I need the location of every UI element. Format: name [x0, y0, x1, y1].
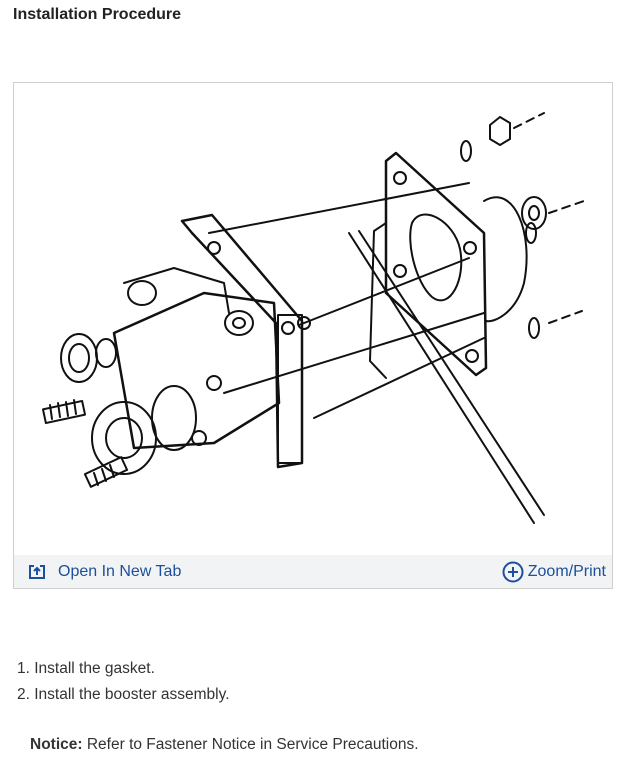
figure-container: Open In New Tab Zoom/Print	[13, 82, 613, 589]
zoom-plus-icon	[502, 561, 524, 583]
step-item: 2. Install the booster assembly.	[17, 682, 230, 708]
step-number: 1.	[17, 660, 30, 677]
step-item: 1. Install the gasket.	[17, 656, 230, 682]
open-in-new-tab-icon	[28, 564, 46, 580]
figure-toolbar: Open In New Tab Zoom/Print	[14, 555, 612, 588]
steps-list: 1. Install the gasket. 2. Install the bo…	[17, 656, 230, 708]
open-in-new-tab-link[interactable]: Open In New Tab	[28, 563, 181, 581]
brake-booster-illustration	[41, 112, 585, 524]
open-in-new-tab-label: Open In New Tab	[58, 562, 182, 580]
step-number: 2.	[17, 686, 30, 703]
notice-text: Refer to Fastener Notice in Service Prec…	[86, 736, 419, 753]
step-text: Install the gasket.	[34, 660, 155, 677]
section-title: Installation Procedure	[13, 6, 182, 23]
zoom-print-link[interactable]: Zoom/Print	[502, 561, 606, 583]
step-text: Install the booster assembly.	[34, 686, 230, 703]
zoom-print-label: Zoom/Print	[527, 562, 606, 580]
notice: Notice: Refer to Fastener Notice in Serv…	[30, 736, 419, 754]
notice-label: Notice:	[30, 736, 83, 753]
